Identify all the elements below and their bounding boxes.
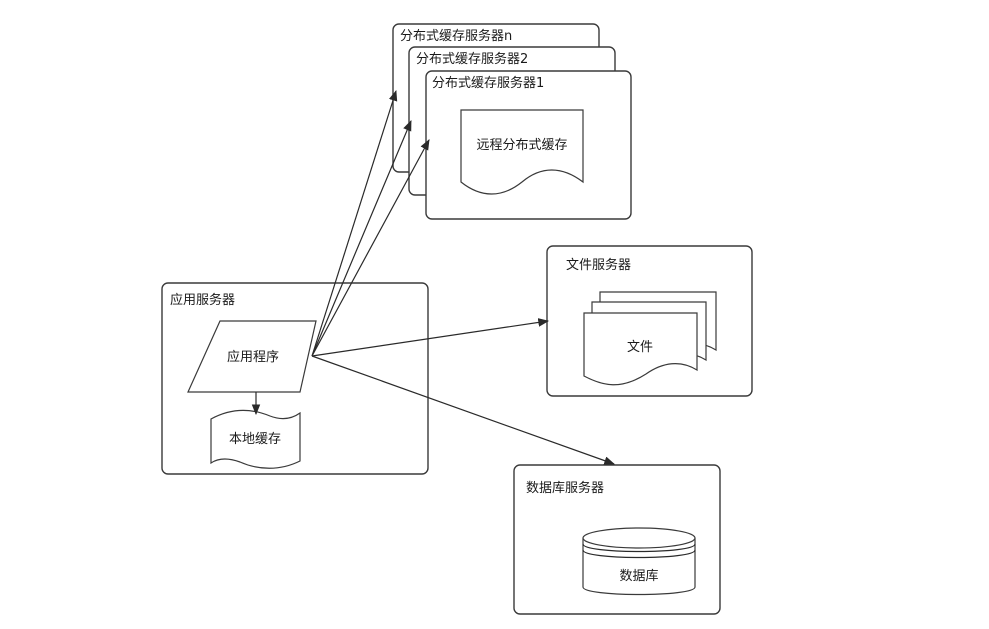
db-server: 数据库服务器 数据库 bbox=[513, 464, 721, 615]
edge-app-to-cache-n bbox=[311, 89, 398, 357]
app-server: 应用服务器 应用程序 本地缓存 bbox=[161, 282, 429, 475]
edge-app-to-file-server bbox=[311, 318, 550, 357]
edge-app-to-db-server bbox=[311, 355, 616, 465]
app-program-shape bbox=[187, 320, 317, 393]
db-server-title: 数据库服务器 bbox=[526, 480, 604, 496]
local-cache-label: 本地缓存 bbox=[229, 432, 281, 447]
cache-server-2-title: 分布式缓存服务器2 bbox=[416, 51, 528, 67]
file-label: 文件 bbox=[627, 340, 653, 355]
app-server-title: 应用服务器 bbox=[170, 292, 235, 308]
db-cylinder-ring-1 bbox=[582, 543, 696, 553]
file-server-title: 文件服务器 bbox=[566, 257, 631, 273]
db-cylinder-ring-2 bbox=[582, 549, 696, 559]
db-cylinder-body bbox=[582, 538, 696, 596]
edges bbox=[251, 89, 616, 465]
cache-server-n-title: 分布式缓存服务器n bbox=[400, 28, 512, 44]
cache-server-1-title: 分布式缓存服务器1 bbox=[432, 75, 544, 91]
file-doc-front bbox=[583, 312, 698, 386]
cache-server-1: 分布式缓存服务器1 远程分布式缓存 bbox=[425, 70, 632, 220]
edge-app-to-cache-2 bbox=[311, 120, 412, 357]
db-cylinder-top bbox=[582, 527, 696, 549]
edge-app-to-cache-1 bbox=[311, 139, 430, 357]
remote-cache-label: 远程分布式缓存 bbox=[476, 138, 567, 153]
cache-server-stack: 分布式缓存服务器n 分布式缓存服务器2 分布式缓存服务器1 远程分布式缓存 bbox=[392, 23, 632, 220]
file-server: 文件服务器 文件 bbox=[546, 245, 753, 397]
app-program-label: 应用程序 bbox=[227, 349, 279, 365]
remote-cache-shape bbox=[460, 109, 584, 195]
db-label: 数据库 bbox=[619, 568, 658, 584]
